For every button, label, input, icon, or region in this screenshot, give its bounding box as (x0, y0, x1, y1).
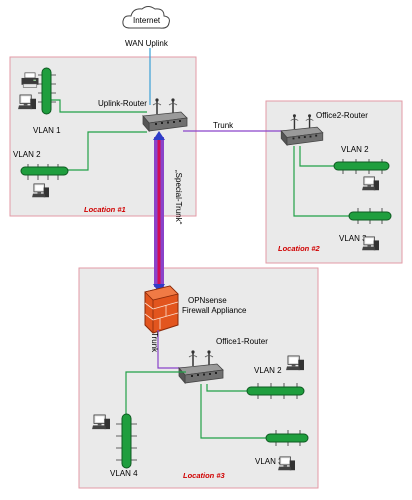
location-2-title: Location #2 (278, 244, 321, 253)
vlan4-label: VLAN 4 (110, 469, 138, 478)
vlan3-label-location3: VLAN 3 (255, 457, 283, 466)
special-trunk-label: „Special-Trunk“ (174, 170, 183, 225)
vlan4-link-location3 (125, 371, 186, 416)
vlan3-switch-icon-location3 (265, 430, 309, 446)
office2-router-label: Office2-Router (316, 111, 368, 120)
location-1-title: Location #1 (84, 205, 126, 214)
vlan4-switch-icon (116, 413, 137, 469)
firewall-label-line1: OPNsense (188, 296, 227, 305)
location-2-box (265, 100, 403, 264)
vlan2-link-location1 (68, 131, 147, 171)
firewall-label-line2: Firewall Appliance (182, 306, 247, 315)
location-3-title: Location #3 (183, 471, 226, 480)
trunk-link-location3 (157, 330, 184, 369)
wan-uplink-label: WAN Uplink (125, 39, 169, 48)
uplink-router-label: Uplink-Router (98, 99, 147, 108)
special-trunk-link (153, 131, 165, 293)
vlan2-switch-icon-location3 (246, 383, 305, 399)
internet-label: Internet (133, 16, 161, 25)
vlan3-label-location2: VLAN 3 (339, 234, 367, 243)
vlan1-label: VLAN 1 (33, 126, 61, 135)
firewall-icon (144, 285, 179, 334)
vlan2-switch-icon-location1 (20, 164, 69, 180)
office1-router-label: Office1-Router (216, 337, 268, 346)
vlan2-label-location2: VLAN 2 (341, 145, 369, 154)
vlan2-label-location1: VLAN 2 (13, 150, 41, 159)
vlan2-switch-icon-location2 (333, 159, 390, 174)
vlan2-link-location2 (299, 146, 334, 167)
vlan2-link-location3 (206, 384, 247, 392)
vlan1-switch-icon (38, 67, 56, 115)
vlan3-link-location2 (293, 146, 349, 217)
trunk-label-location3: Trunk (150, 332, 159, 353)
trunk-label-location2: Trunk (213, 121, 234, 130)
vlan2-label-location3: VLAN 2 (254, 366, 282, 375)
vlan3-switch-icon-location2 (348, 208, 392, 224)
internet-cloud-icon (122, 6, 170, 29)
vlan3-link-location3 (200, 384, 266, 439)
